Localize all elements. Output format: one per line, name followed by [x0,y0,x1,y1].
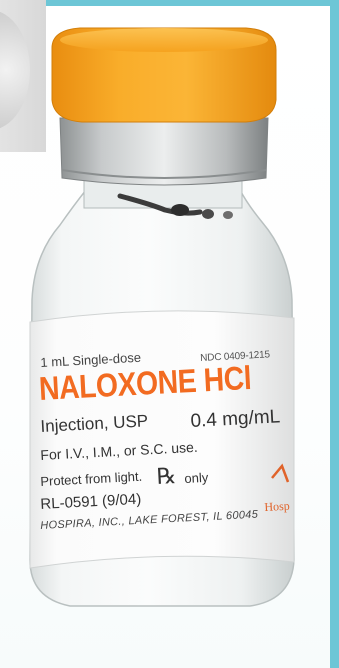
label-concentration: 0.4 mg/mL [190,406,281,432]
label-brand: Hosp [264,498,291,514]
label-rx-only: only [184,469,209,486]
corner-overlay-image [0,0,46,152]
rx-icon: ℞ [156,462,178,489]
